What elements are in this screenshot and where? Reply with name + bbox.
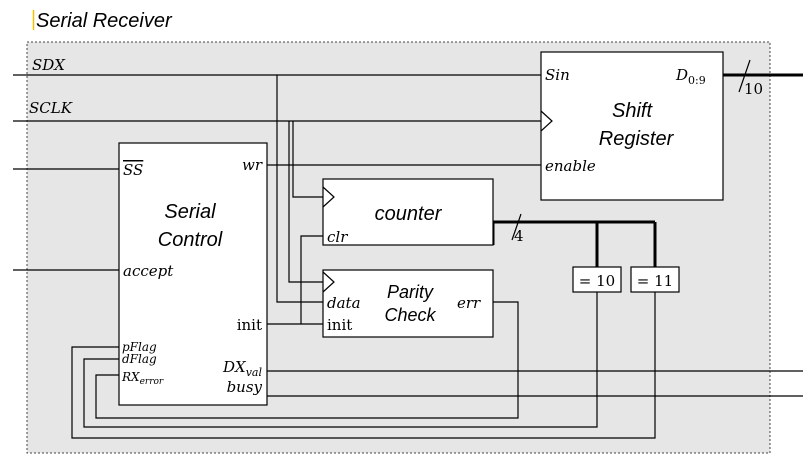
- comparator-eq10-box: [572, 266, 622, 293]
- pflag-port-label: pFlag: [122, 340, 157, 354]
- shift-register-clock-marker: [540, 110, 553, 132]
- busy-port-label: busy: [227, 378, 263, 396]
- shift-register-box: [540, 51, 724, 201]
- counter-block: counter clr 4: [322, 178, 524, 246]
- data-port-label: data: [327, 294, 361, 312]
- parity-check-name-line2: Check: [384, 305, 436, 325]
- dxval-port-label: DXval: [222, 358, 262, 379]
- accept-port-label: accept: [123, 262, 174, 280]
- parity-check-name-line1: Parity: [387, 282, 434, 302]
- shift-register-bus-width: 10: [744, 80, 763, 98]
- diagram-title: Serial Receiver: [36, 10, 173, 32]
- comparator-eq10: = 10: [572, 266, 622, 293]
- enable-port-label: enable: [545, 157, 596, 175]
- counter-name: counter: [375, 203, 443, 225]
- sclk-input-label: SCLK: [29, 99, 73, 117]
- counter-clock-marker: [322, 186, 335, 208]
- parity-check-clock-marker: [322, 271, 335, 293]
- wire-err-to-rxerror: [95, 301, 519, 419]
- dflag-port-label: dFlag: [122, 352, 157, 366]
- wires: [13, 73, 803, 439]
- counter-bus-slash: [511, 213, 522, 241]
- serial-control-name-line2: Control: [158, 229, 223, 251]
- wire-sdx-to-parity-data: [276, 75, 325, 303]
- serial-control-name-line1: Serial: [164, 201, 216, 223]
- comparator-eq10-label: = 10: [579, 272, 615, 290]
- wire-sclk-to-parity-clk: [288, 121, 325, 283]
- wire-eq10-to-dflag: [83, 292, 598, 428]
- shift-register-name-line1: Shift: [612, 100, 653, 122]
- wr-port-label: wr: [242, 156, 263, 174]
- wire-init-to-counter-clr: [300, 235, 323, 324]
- wire-sclk-to-counter-clk: [292, 121, 323, 198]
- wire-eq11-to-pflag: [71, 292, 656, 439]
- rxerror-port-label: RXerror: [121, 370, 164, 387]
- comparator-eq11-label: = 11: [637, 272, 673, 290]
- shift-register-bus-slash: [738, 59, 751, 93]
- counter-box: [322, 178, 494, 246]
- parity-check-block: Parity Check data init err: [322, 269, 494, 338]
- err-port-label: err: [457, 294, 481, 312]
- sdx-input-label: SDX: [32, 56, 66, 74]
- counter-bus-width: 4: [514, 227, 524, 245]
- parity-init-port-label: init: [327, 316, 352, 334]
- shift-register-block: Shift Register Sin enable D0:9 10: [540, 51, 763, 201]
- comparator-eq11-box: [630, 266, 680, 293]
- serial-control-box: [118, 142, 268, 406]
- d-port-label: D0:9: [675, 66, 706, 87]
- parity-check-box: [322, 269, 494, 338]
- init-port-label: init: [237, 316, 262, 334]
- clr-port-label: clr: [327, 228, 348, 246]
- shift-register-name-line2: Register: [599, 128, 675, 150]
- sin-port-label: Sin: [545, 66, 570, 84]
- serial-control-block: Serial Control SS wr accept init pFlag d…: [118, 142, 268, 406]
- comparator-eq11: = 11: [630, 266, 680, 293]
- ss-port-label: SS: [123, 161, 143, 179]
